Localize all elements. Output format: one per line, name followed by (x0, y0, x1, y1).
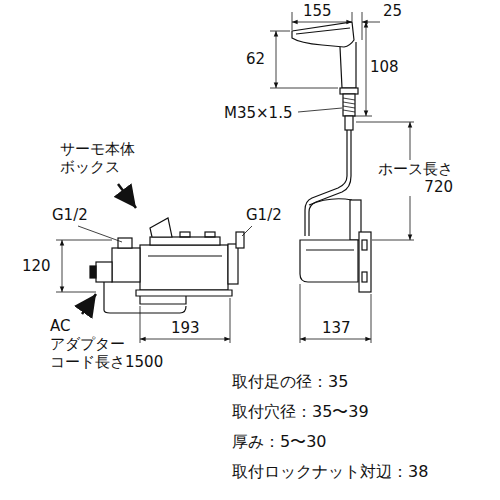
part-name-label: サーモ本体 ボックス (60, 140, 141, 176)
spec-text: 取付ロックナット対辺：38 (232, 462, 428, 481)
connection-label: G1/2 (246, 206, 282, 224)
connection-label: G1/2 (52, 206, 88, 224)
hose-length-label: ホース長さ 720 (372, 160, 453, 196)
thread-label: M35×1.5 (224, 104, 292, 122)
dimension-label: 62 (246, 50, 265, 68)
dimension-label: 108 (370, 58, 399, 76)
spec-text: 取付足の径：35 (232, 372, 348, 391)
dimension-label: 25 (383, 2, 402, 20)
spec-text: 厚み：5〜30 (232, 432, 327, 451)
dimension-label: 193 (171, 319, 200, 337)
adapter-label: AC アダプター コード長さ1500 (50, 317, 179, 371)
dimension-label: 137 (322, 319, 351, 337)
spec-text: 取付穴径：35〜39 (232, 402, 369, 421)
dimension-label: 155 (303, 2, 332, 20)
dimension-label: 120 (22, 257, 51, 275)
